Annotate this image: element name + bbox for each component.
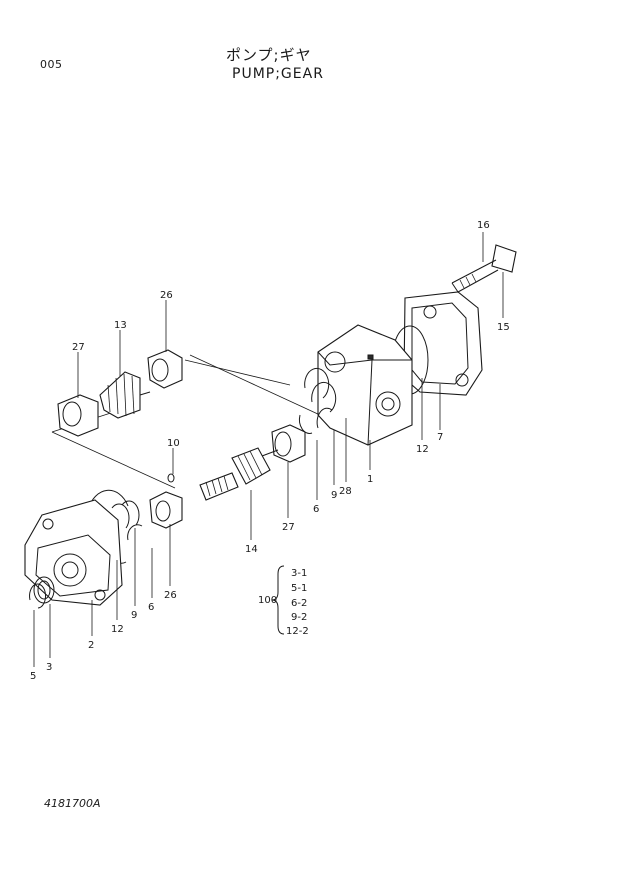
kit-item: 5-1	[291, 583, 307, 594]
callout-15: 15	[497, 322, 510, 333]
bushing-part-27-right	[271, 424, 306, 463]
callout-6-right: 6	[313, 504, 319, 515]
kit-item: 6-2	[291, 598, 307, 609]
repair-kit-group: 100 3-1 5-1 6-2 9-2 12-2	[258, 565, 309, 637]
callout-10: 10	[167, 438, 180, 449]
snap-ring-part-5	[29, 583, 47, 609]
rear-cover-part-7	[403, 291, 483, 396]
title-english: PUMP;GEAR	[232, 66, 324, 82]
bolt-part-16	[451, 244, 517, 293]
kit-item: 9-2	[291, 612, 307, 623]
callout-6-left: 6	[148, 602, 154, 613]
callout-27-left: 27	[72, 342, 85, 353]
callout-9-right: 9	[331, 490, 337, 501]
drive-gear-shaft-part-14	[199, 447, 279, 501]
callout-26-top: 26	[160, 290, 173, 301]
leader-lines	[33, 232, 504, 667]
bushing-part-26-lower	[149, 491, 183, 529]
callout-9-left: 9	[131, 610, 137, 621]
callout-7: 7	[437, 432, 443, 443]
callout-12-right: 12	[416, 444, 429, 455]
pump-housing-part-1	[317, 324, 413, 446]
callout-2: 2	[88, 640, 94, 651]
callout-12-left: 12	[111, 624, 124, 635]
seal-set-right	[299, 367, 337, 434]
kit-item: 12-2	[286, 626, 309, 637]
callout-26-lower: 26	[164, 590, 177, 601]
title-japanese: ポンプ;ギヤ	[226, 46, 312, 64]
bushing-part-27-left	[57, 394, 99, 437]
pin-part-10	[167, 473, 175, 483]
callout-3: 3	[46, 662, 52, 673]
callout-5: 5	[30, 671, 36, 682]
drawing-code: 4181700A	[44, 797, 101, 810]
kit-brace	[271, 565, 285, 635]
kit-item: 3-1	[291, 568, 307, 579]
callout-14: 14	[245, 544, 258, 555]
callout-labels: 16 15 7 12 1 28 9 6 27 14 26 13 27 10 26…	[30, 220, 510, 682]
callout-27-right: 27	[282, 522, 295, 533]
bushing-part-26-top	[147, 349, 183, 389]
callout-1: 1	[367, 474, 373, 485]
callout-16: 16	[477, 220, 490, 231]
kit-label: 100	[258, 595, 277, 606]
driven-gear-part-13	[99, 371, 151, 419]
page-number: 005	[40, 58, 63, 71]
callout-28: 28	[339, 486, 352, 497]
front-cover-part-2	[24, 499, 123, 606]
callout-13: 13	[114, 320, 127, 331]
